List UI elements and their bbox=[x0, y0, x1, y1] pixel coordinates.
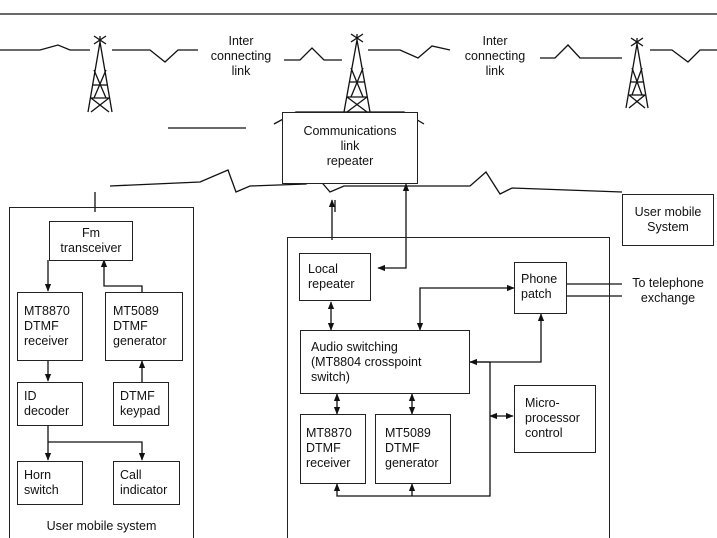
base-station-frame bbox=[287, 237, 610, 538]
audio-switching-box: Audio switching (MT8804 crosspoint switc… bbox=[300, 330, 470, 394]
radio-tower-3-icon bbox=[625, 37, 649, 109]
repeater-label: Communications link repeater bbox=[303, 124, 397, 168]
patch-to-audio-arrow bbox=[469, 313, 545, 366]
id-to-call-arrow bbox=[48, 441, 146, 461]
call-indicator-box: Call indicator bbox=[113, 461, 180, 505]
local-repeater-box: Local repeater bbox=[299, 253, 371, 301]
gen-to-fm-arrow bbox=[100, 259, 143, 292]
radio-tower-1-icon bbox=[87, 35, 113, 113]
repeater-local-rep-link bbox=[377, 183, 410, 272]
mobile-system-caption: User mobile system bbox=[46, 519, 157, 533]
link-label-left: Inter connecting link bbox=[210, 34, 272, 78]
base-dtmf-receiver-box: MT8870 DTMF receiver bbox=[300, 414, 366, 484]
user-mobile-system-label: User mobile System bbox=[634, 205, 702, 234]
mobile-dtmf-receiver-box: MT8870 DTMF receiver bbox=[17, 292, 83, 361]
base-dtmf-receiver-label: MT8870 DTMF receiver bbox=[306, 426, 352, 470]
link-label-right: Inter connecting link bbox=[464, 34, 526, 78]
microprocessor-control-label: Micro- processor control bbox=[525, 396, 580, 440]
telephone-exchange-label: To telephone exchange bbox=[632, 276, 704, 305]
local-repeater-label: Local repeater bbox=[308, 262, 355, 291]
fm-transceiver-label: Fm transceiver bbox=[60, 226, 122, 255]
horn-switch-box: Horn switch bbox=[17, 461, 83, 505]
control-bus bbox=[333, 361, 491, 497]
audio-to-patch-arrow bbox=[416, 284, 515, 331]
radio-link-lower bbox=[109, 169, 623, 195]
horn-switch-label: Horn switch bbox=[24, 468, 59, 497]
call-indicator-label: Call indicator bbox=[120, 468, 168, 497]
communications-repeater-box: Communications link repeater bbox=[282, 112, 418, 184]
radio-link-tower2-label bbox=[368, 45, 451, 59]
mobile-system-frame bbox=[9, 207, 194, 538]
dtmf-keypad-box: DTMF keypad bbox=[113, 382, 169, 426]
mobile-dtmf-receiver-label: MT8870 DTMF receiver bbox=[24, 304, 70, 348]
radio-link-tower3-right bbox=[650, 49, 717, 63]
base-dtmf-generator-box: MT5089 DTMF generator bbox=[375, 414, 451, 484]
mobile-dtmf-generator-label: MT5089 DTMF generator bbox=[113, 304, 167, 348]
mobile-dtmf-generator-box: MT5089 DTMF generator bbox=[105, 292, 183, 361]
id-decoder-label: ID decoder bbox=[24, 389, 70, 418]
base-dtmf-generator-label: MT5089 DTMF generator bbox=[385, 426, 439, 470]
radio-link-label-tower2 bbox=[284, 47, 342, 61]
fm-transceiver-box: Fm transceiver bbox=[49, 221, 133, 261]
phone-patch-box: Phone patch bbox=[514, 262, 567, 314]
phone-patch-label: Phone patch bbox=[521, 272, 558, 301]
microprocessor-control-box: Micro- processor control bbox=[514, 385, 596, 453]
audio-switching-label: Audio switching (MT8804 crosspoint switc… bbox=[311, 340, 422, 384]
radio-link-left-end bbox=[0, 44, 90, 51]
radio-tower-2-icon bbox=[343, 33, 371, 113]
user-mobile-system-box: User mobile System bbox=[622, 194, 714, 246]
id-decoder-box: ID decoder bbox=[17, 382, 83, 426]
radio-link-label-tower3 bbox=[540, 44, 622, 59]
dtmf-keypad-label: DTMF keypad bbox=[120, 389, 161, 418]
radio-link-tower1-label bbox=[112, 49, 198, 63]
